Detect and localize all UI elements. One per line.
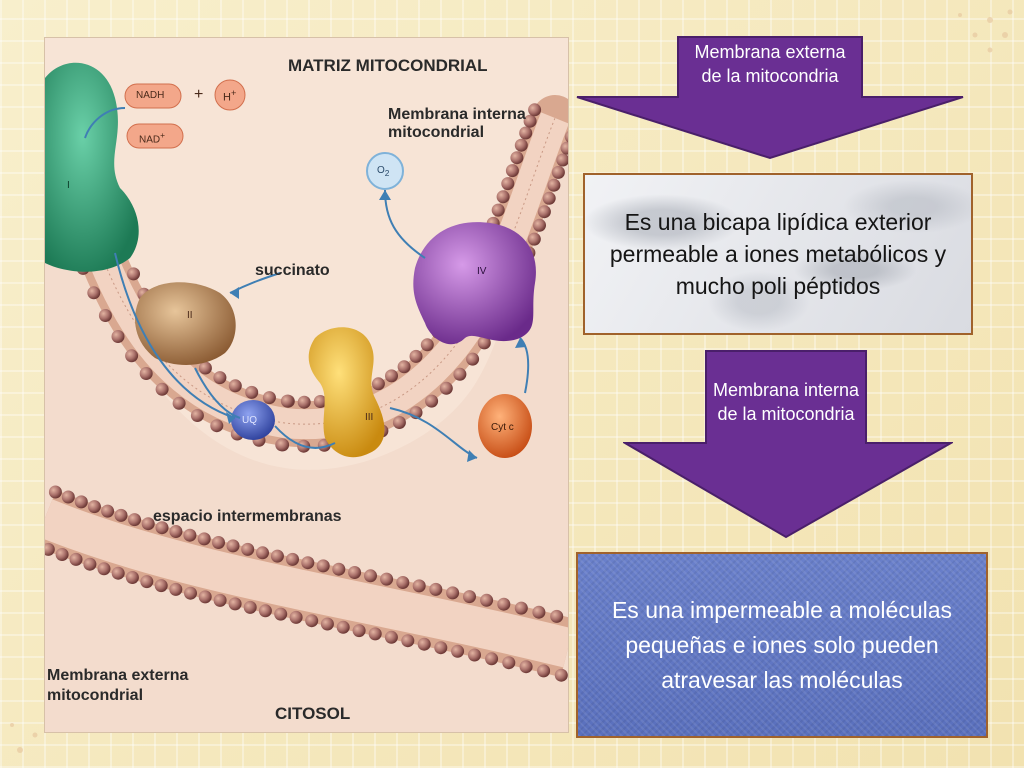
- ubiquinone-label: UQ: [242, 415, 257, 426]
- down-arrow-1: [576, 36, 964, 160]
- outer-membrane-description-box: Es una bicapa lipídica exterior permeabl…: [583, 173, 973, 335]
- inner-membrane-label: Membrana interna mitocondrial: [388, 106, 526, 141]
- nadh-pill: [124, 83, 182, 109]
- arrow2-text: Membrana interna de la mitocondria: [712, 380, 860, 424]
- intermembrane-space-label: espacio intermembranas: [153, 508, 342, 525]
- down-arrow-2: [623, 350, 953, 539]
- nad-pill: [126, 123, 184, 149]
- oxygen-shape: [366, 152, 404, 190]
- complex-iv-shape: [413, 222, 536, 345]
- mitochondria-diagram: MATRIZ MITOCONDRIAL Membrana interna mit…: [45, 38, 568, 732]
- arrow1-text: Membrana externa de la mitocondria: [694, 42, 846, 86]
- oxygen-label: O2: [377, 165, 390, 178]
- complex-ii-label: II: [187, 310, 193, 321]
- matrix-label: MATRIZ MITOCONDRIAL: [288, 56, 488, 75]
- ubiquinone-shape: [231, 400, 275, 440]
- complex-iii-shape: [308, 327, 385, 458]
- inner-membrane-description-box: Es una impermeable a moléculas pequeñas …: [576, 552, 988, 738]
- complex-iii-label: III: [365, 412, 374, 423]
- complex-iv-label: IV: [477, 266, 487, 277]
- outer-membrane-label: Membrana externa mitocondrial: [47, 667, 189, 704]
- h-plus-circle: [214, 79, 246, 111]
- nadh-label: NADH: [136, 90, 165, 101]
- plus-label: +: [194, 86, 204, 103]
- cytochrome-c-shape: [478, 394, 532, 458]
- succinate-label: succinato: [255, 262, 330, 279]
- complex-ii-shape: [135, 282, 236, 365]
- inner-membrane-description: Es una impermeable a moléculas pequeñas …: [611, 596, 953, 693]
- complex-i-shape: [45, 62, 139, 272]
- h-plus-label: H+: [223, 88, 237, 104]
- outer-membrane-description: Es una bicapa lipídica exterior permeabl…: [609, 209, 947, 299]
- cytochrome-c-label: Cyt c: [491, 422, 514, 433]
- complex-i-label: I: [67, 180, 70, 191]
- cytosol-label: CITOSOL: [275, 704, 351, 723]
- diagram-illustration: [45, 38, 568, 682]
- nad-plus-label: NAD+: [139, 130, 165, 146]
